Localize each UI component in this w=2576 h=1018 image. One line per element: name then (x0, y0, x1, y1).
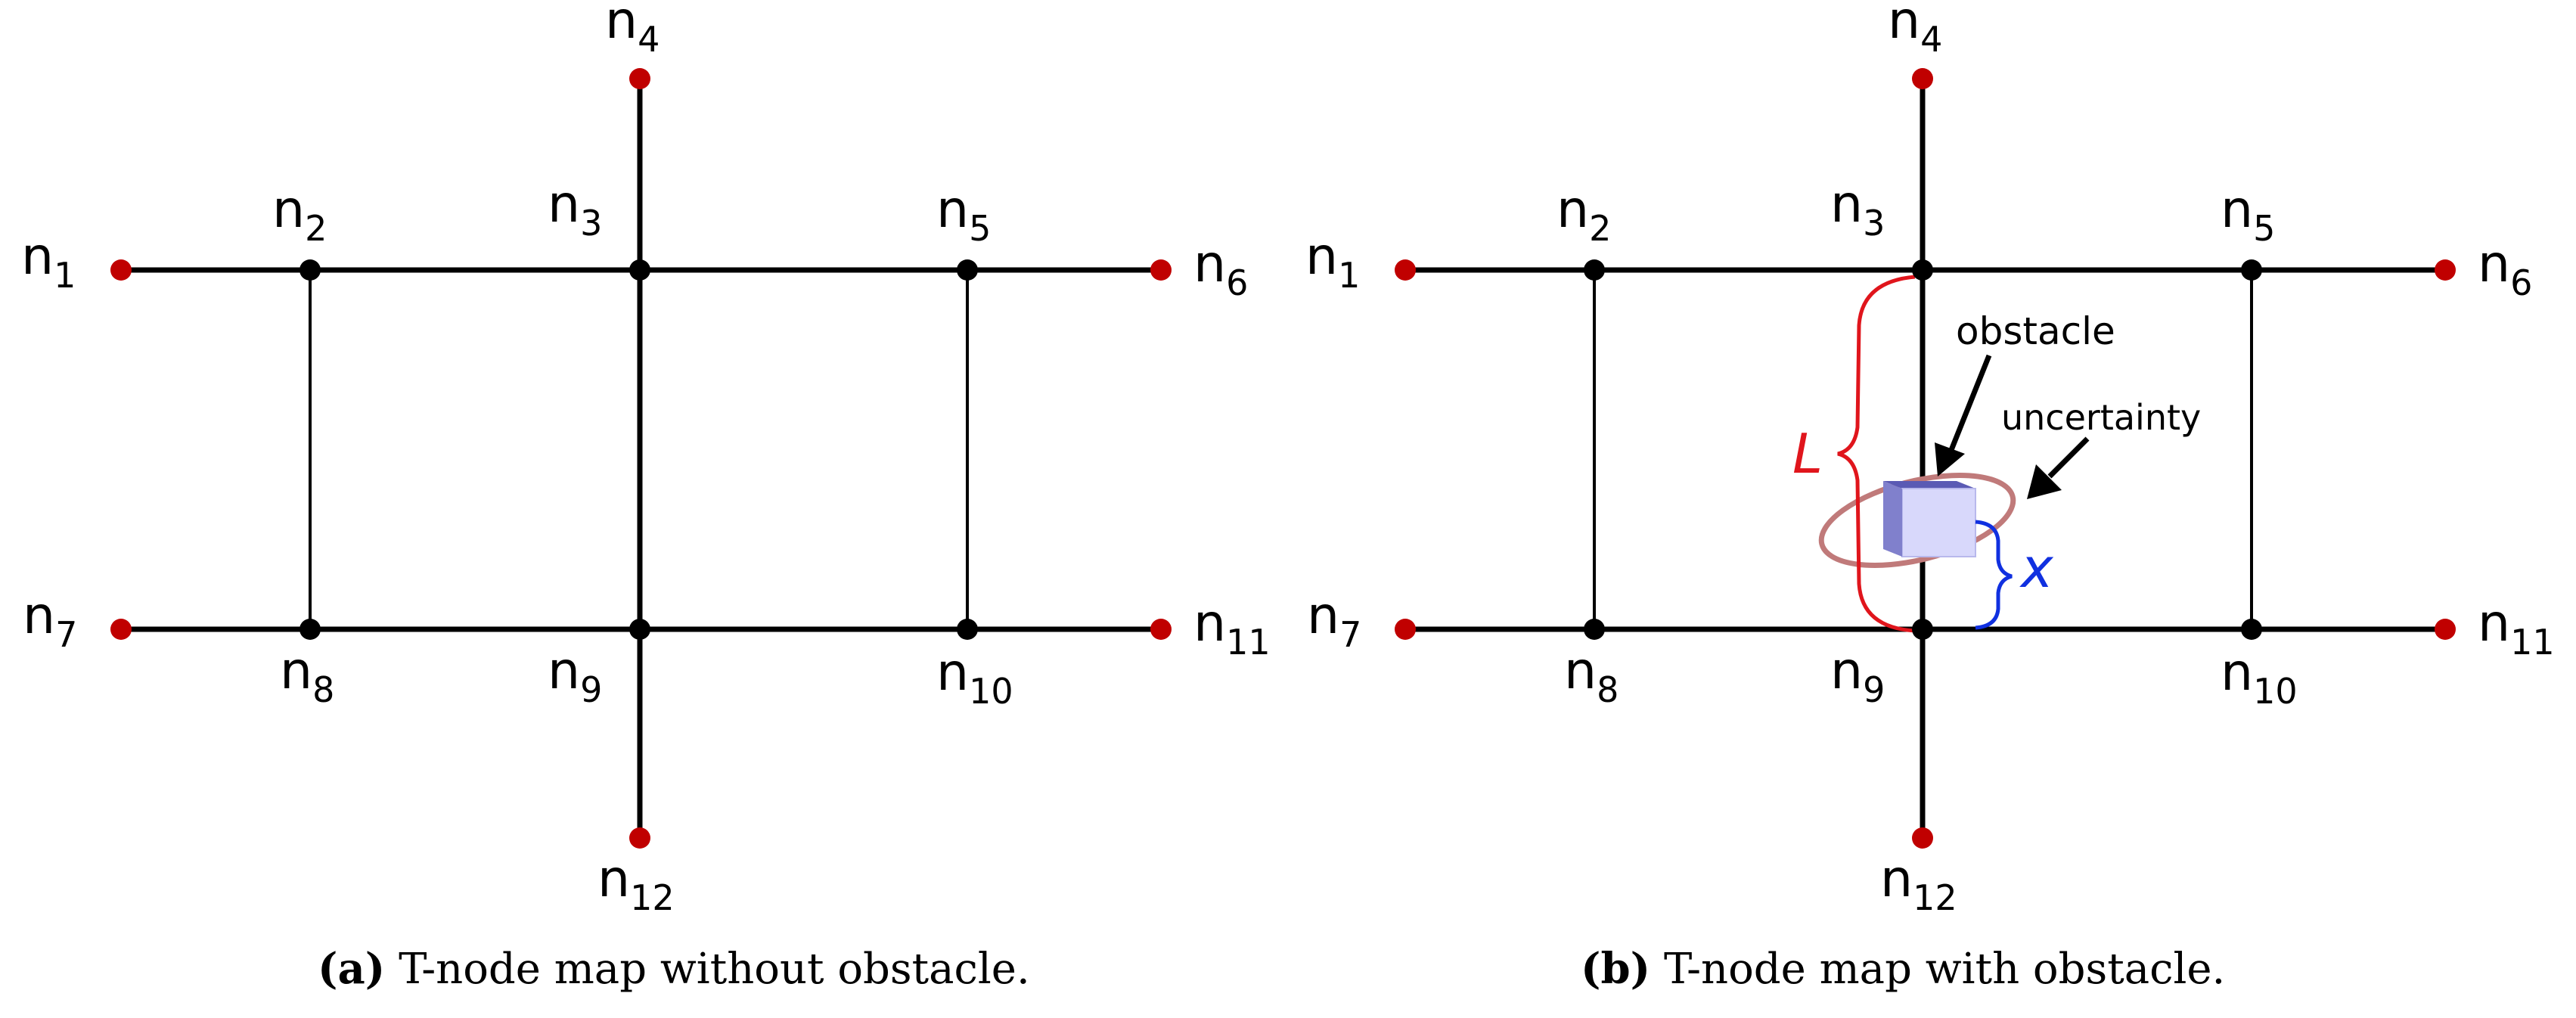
panel-b: n1 n2 n3 n4 n5 n6 n7 n8 n9 n10 n11 n12 o… (1305, 0, 2555, 994)
label-n3: n3 (1830, 175, 1885, 244)
obstacle-cube (1883, 481, 1976, 557)
node-n12 (1912, 827, 1933, 849)
label-n11: n11 (1193, 594, 1271, 663)
label-n12: n12 (1880, 849, 1957, 918)
label-n5: n5 (2221, 180, 2275, 249)
label-n9: n9 (548, 641, 602, 710)
x-label: x (2019, 536, 2054, 600)
label-n5: n5 (936, 180, 991, 249)
node-n2 (299, 259, 321, 281)
node-n4 (629, 68, 650, 89)
label-n7: n7 (23, 586, 77, 655)
node-n6 (1150, 259, 1172, 281)
node-n3 (629, 259, 650, 281)
node-n8 (299, 619, 321, 640)
label-n2: n2 (272, 180, 327, 249)
label-n3: n3 (548, 175, 602, 244)
node-n10 (957, 619, 978, 640)
label-n8: n8 (1564, 641, 1619, 710)
label-n4: n4 (605, 0, 660, 60)
node-n11 (2435, 619, 2456, 640)
node-n2 (1584, 259, 1605, 281)
node-n7 (110, 619, 132, 640)
obstacle-side-face (1883, 481, 1902, 557)
label-n4: n4 (1888, 0, 1942, 60)
label-n11: n11 (2478, 594, 2555, 663)
caption-b: (b) T-node map with obstacle. (1581, 944, 2225, 994)
label-n6: n6 (1193, 234, 1248, 303)
node-n5 (2241, 259, 2262, 281)
node-n9 (1912, 619, 1933, 640)
node-n11 (1150, 619, 1172, 640)
uncertainty-arrow (2027, 436, 2090, 499)
label-n12: n12 (597, 849, 675, 918)
node-n5 (957, 259, 978, 281)
label-n7: n7 (1307, 586, 1361, 655)
L-brace (1837, 275, 1916, 633)
panel-a: n1 n2 n3 n4 n5 n6 n7 n8 n9 n10 n11 n12 (… (21, 0, 1271, 994)
node-n4 (1912, 68, 1933, 89)
node-n9 (629, 619, 650, 640)
x-brace (1975, 520, 2013, 630)
uncertainty-label: uncertainty (2001, 397, 2201, 438)
node-n8 (1584, 619, 1605, 640)
obstacle-label: obstacle (1956, 309, 2115, 353)
node-n12 (629, 827, 650, 849)
L-label: L (1792, 422, 1823, 486)
label-n1: n1 (21, 227, 76, 296)
node-n7 (1395, 619, 1416, 640)
obstacle-top-face (1883, 481, 1975, 489)
obstacle-front-face (1901, 488, 1976, 557)
node-n6 (2435, 259, 2456, 281)
label-n2: n2 (1556, 180, 1611, 249)
label-n9: n9 (1830, 641, 1885, 710)
label-n10: n10 (2221, 643, 2298, 712)
node-n1 (110, 259, 132, 281)
label-n6: n6 (2478, 234, 2532, 303)
obstacle-arrow (1935, 354, 1992, 476)
node-n3 (1912, 259, 1933, 281)
label-n8: n8 (280, 641, 334, 710)
node-n10 (2241, 619, 2262, 640)
caption-a: (a) T-node map without obstacle. (318, 944, 1030, 994)
label-n10: n10 (936, 643, 1013, 712)
label-n1: n1 (1305, 227, 1360, 296)
node-n1 (1395, 259, 1416, 281)
